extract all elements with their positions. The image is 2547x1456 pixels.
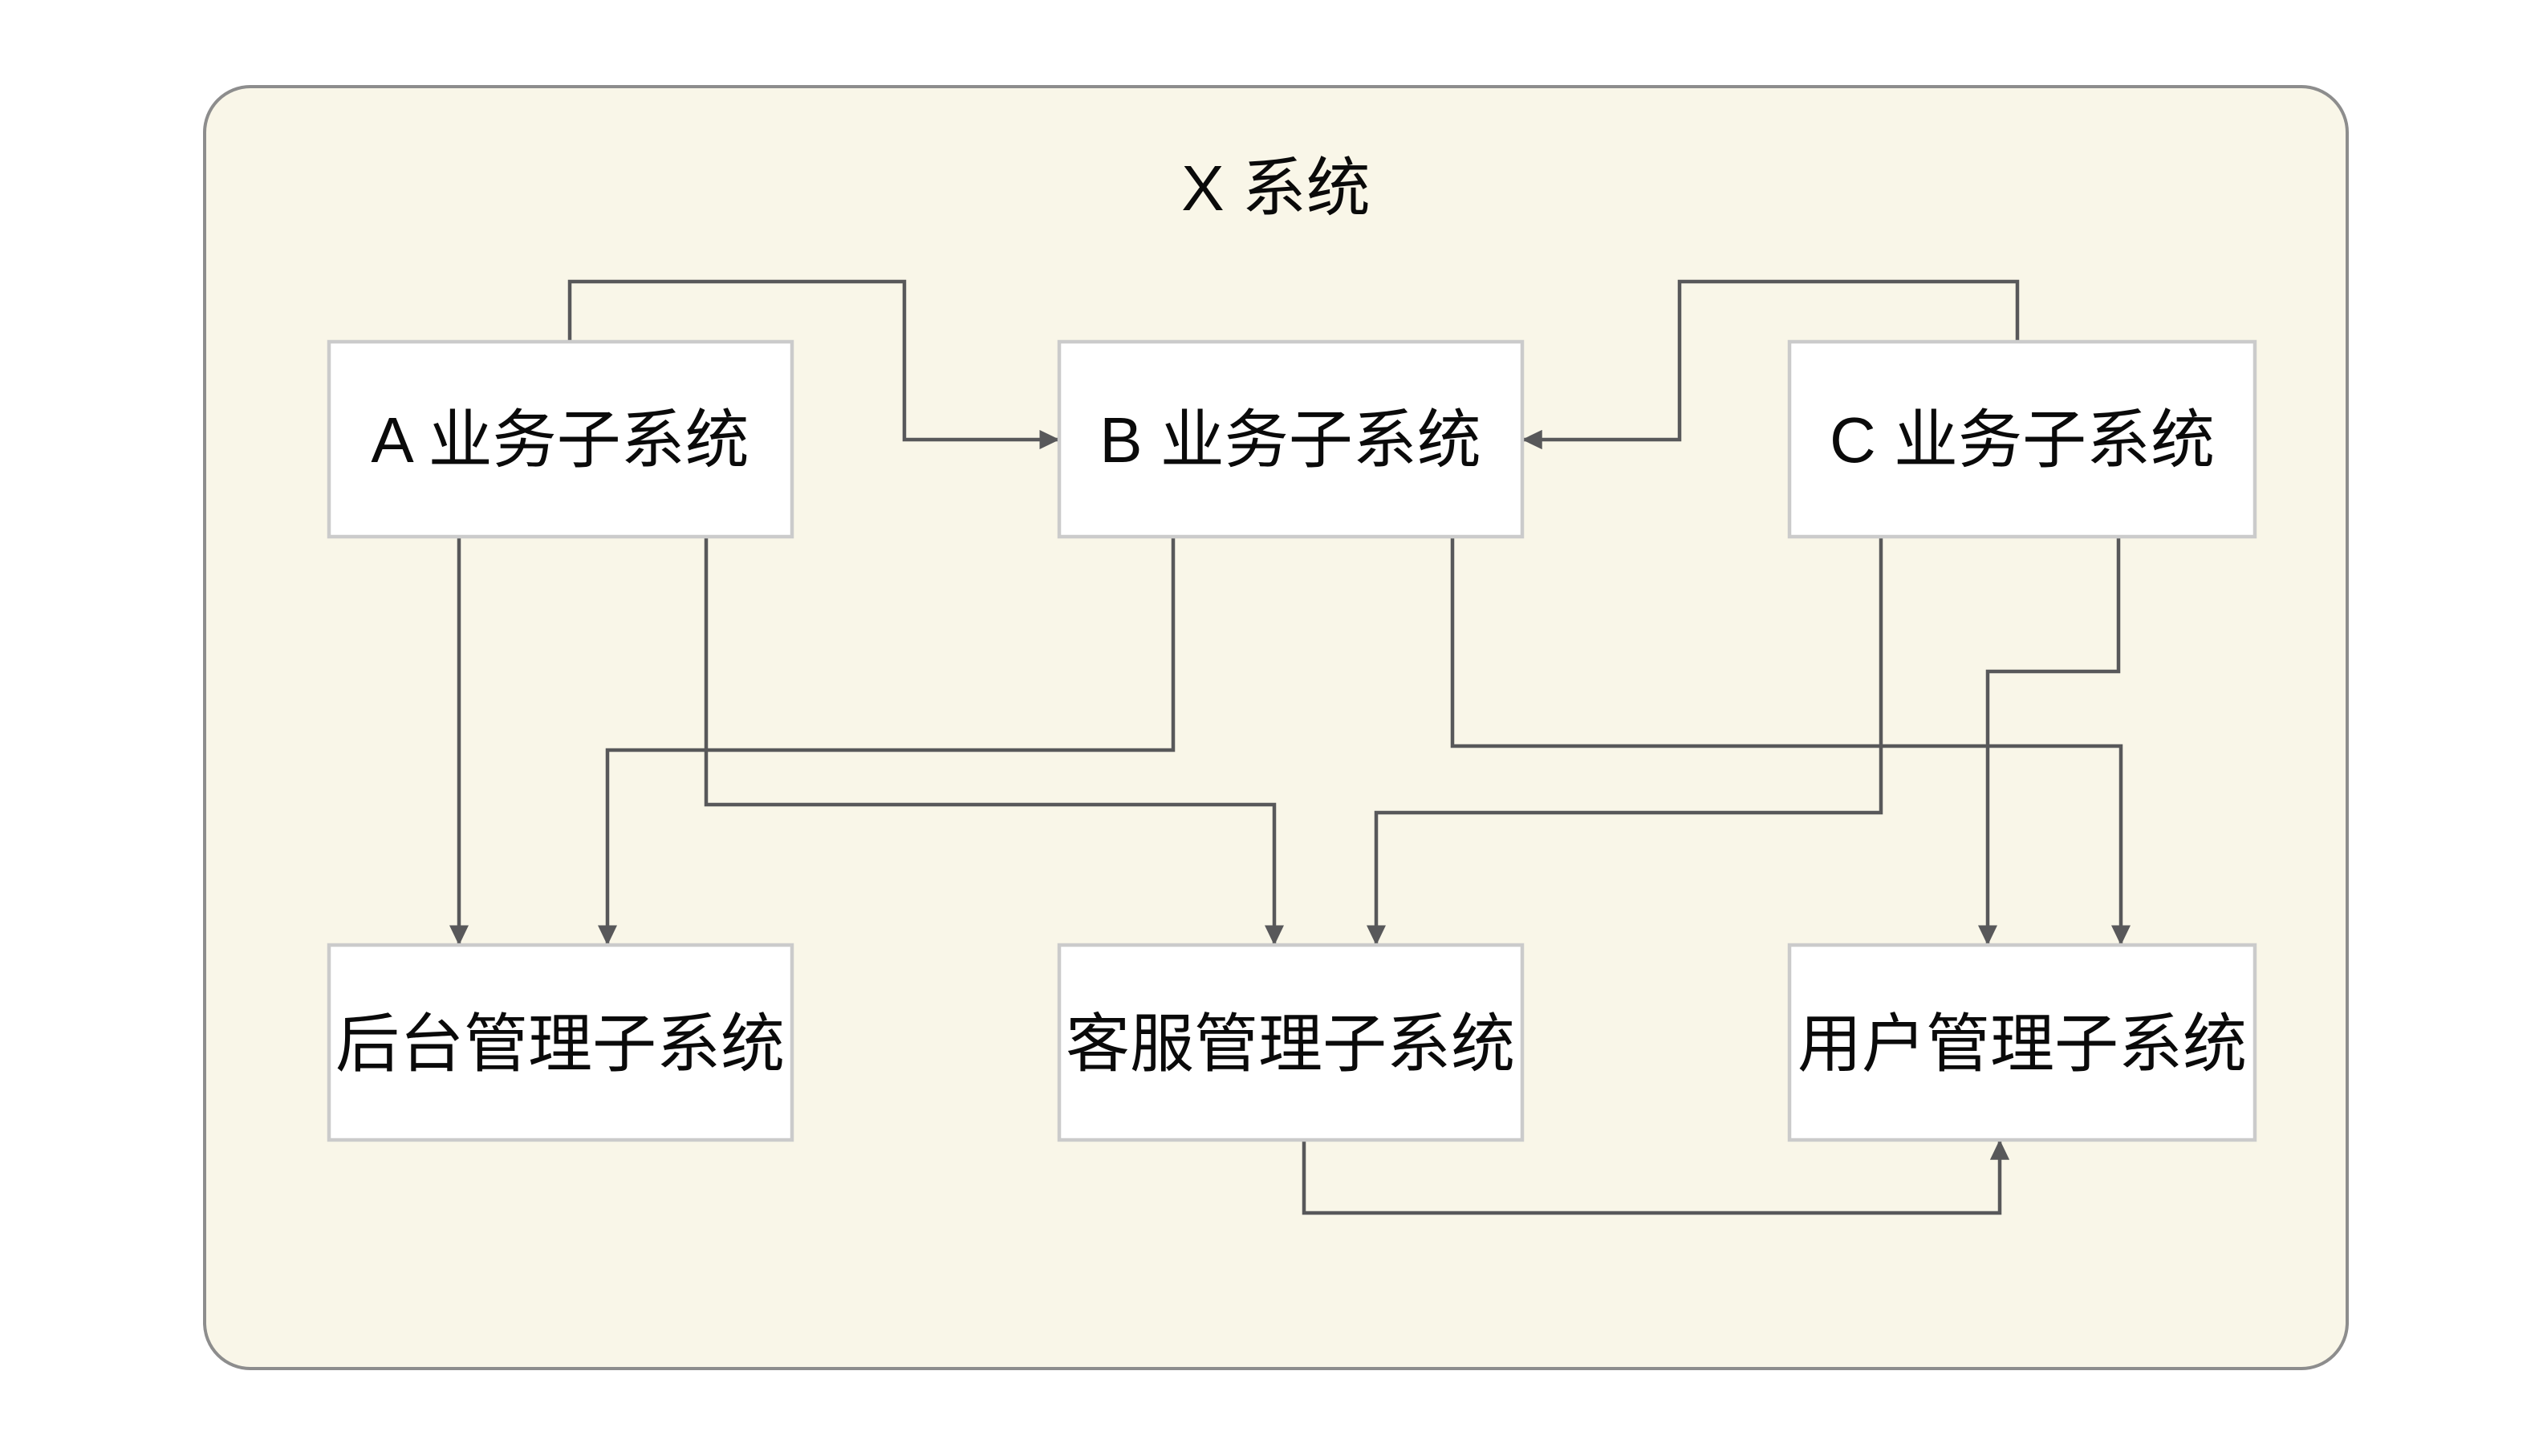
node-b-business-subsystem: B 业务子系统 <box>1057 339 1525 539</box>
node-c-business-box <box>1787 339 2257 539</box>
node-customer-service-mgmt-box <box>1057 943 1525 1142</box>
node-backend-mgmt-box <box>327 943 794 1142</box>
node-c-business-label: C 业务子系统 <box>1830 404 2215 476</box>
edges <box>449 279 2131 1215</box>
node-b-business-box <box>1057 339 1525 539</box>
node-backend-mgmt-label: 后台管理子系统 <box>335 1008 785 1080</box>
edge-c-to-user <box>1977 537 2121 946</box>
node-user-mgmt-subsystem: 用户管理子系统 <box>1787 943 2257 1142</box>
node-customer-service-mgmt-label: 客服管理子系统 <box>1066 1008 1515 1080</box>
node-a-business-subsystem: A 业务子系统 <box>327 339 794 539</box>
node-c-business-subsystem: C 业务子系统 <box>1787 339 2257 539</box>
edge-c-to-service <box>1366 537 1883 946</box>
node-a-business-box <box>327 339 794 539</box>
edge-a-to-service <box>704 537 1285 946</box>
edge-b-to-backend <box>597 537 1176 946</box>
node-user-mgmt-box <box>1787 943 2257 1142</box>
edge-service-to-user <box>1302 1139 2010 1215</box>
node-a-business-label: A 业务子系统 <box>371 404 749 476</box>
edge-b-to-user <box>1450 537 2131 946</box>
node-user-mgmt-label: 用户管理子系统 <box>1798 1008 2247 1080</box>
node-customer-service-mgmt-subsystem: 客服管理子系统 <box>1057 943 1525 1142</box>
x-system-container <box>203 85 2349 1370</box>
node-backend-mgmt-subsystem: 后台管理子系统 <box>327 943 794 1142</box>
edge-c-to-b <box>1521 279 2020 450</box>
edge-a-to-b <box>567 279 1060 450</box>
diagram-title: X 系统 <box>1181 152 1371 224</box>
node-b-business-label: B 业务子系统 <box>1099 404 1481 476</box>
